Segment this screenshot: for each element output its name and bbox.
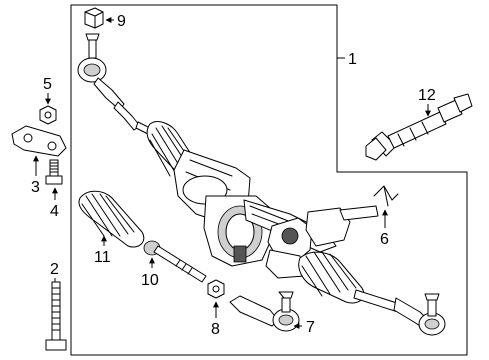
part-7-tie-rod-end — [229, 291, 300, 332]
part-10-inner-tie-rod — [143, 240, 207, 283]
left-tie-rod-end — [77, 33, 141, 131]
callout-12: 12 — [418, 87, 436, 104]
callout-7: 7 — [306, 319, 315, 336]
part-11-boot — [78, 190, 145, 248]
part-9-nut — [84, 7, 104, 29]
callout-9: 9 — [117, 13, 126, 30]
callout-10: 10 — [141, 272, 159, 289]
right-tie-rod-end — [393, 293, 446, 336]
part-8-nut — [207, 279, 225, 299]
callout-1: 1 — [348, 51, 357, 68]
part-12-intermediate-shaft — [365, 93, 473, 161]
part-4-bolt — [45, 159, 63, 185]
valve-housing — [265, 205, 379, 279]
right-boot — [298, 251, 401, 313]
part-5-nut — [39, 105, 57, 125]
callout-5: 5 — [43, 76, 52, 93]
part-2-long-bolt — [45, 281, 67, 351]
part-3-bracket — [11, 125, 67, 157]
callout-6: 6 — [380, 231, 389, 248]
callout-3: 3 — [31, 179, 40, 196]
part-6-clip — [373, 185, 399, 207]
callout-4: 4 — [50, 203, 59, 220]
rack-housing — [173, 149, 337, 267]
leader-lines — [33, 17, 431, 329]
assembly-boundary — [70, 4, 468, 356]
callout-8: 8 — [211, 321, 220, 338]
callout-2: 2 — [50, 261, 59, 278]
callout-11: 11 — [94, 249, 111, 266]
